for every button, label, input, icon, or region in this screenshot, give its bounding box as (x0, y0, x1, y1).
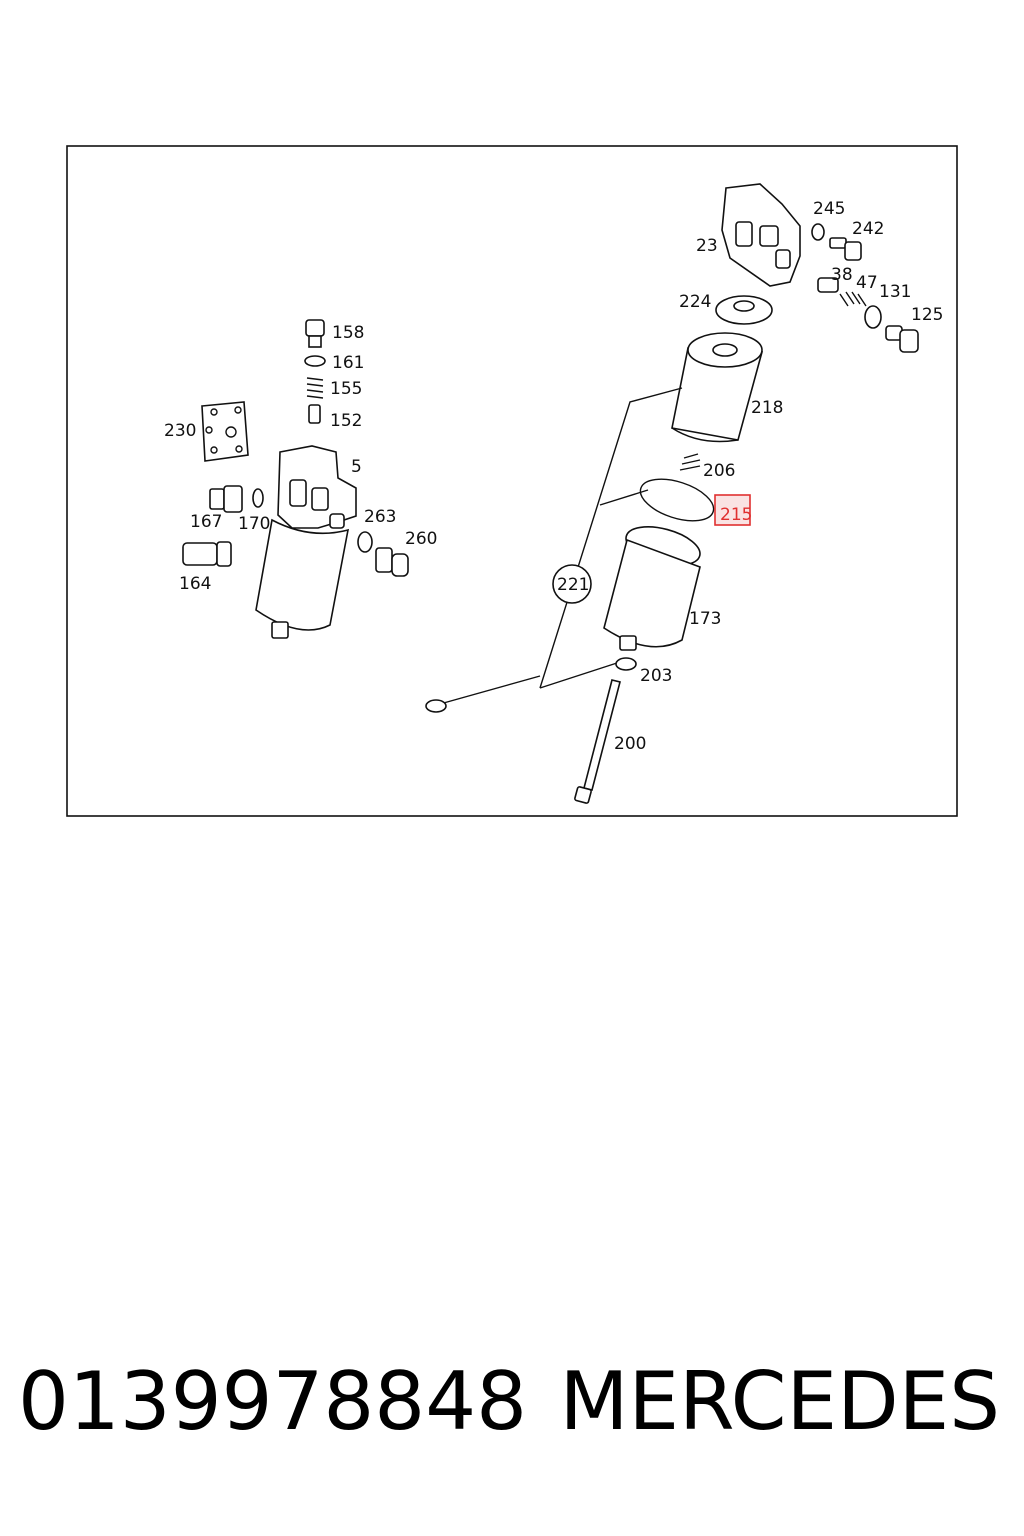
callout-5: 5 (351, 457, 362, 477)
fitting-260 (375, 547, 409, 577)
washer-203 (615, 657, 637, 671)
spring-47 (839, 291, 867, 307)
bolt-242 (829, 237, 862, 261)
callout-131: 131 (879, 282, 911, 302)
cap-224 (715, 295, 773, 325)
callout-245: 245 (813, 199, 845, 219)
seal-ring-215 (639, 478, 715, 522)
callout-47: 47 (856, 273, 878, 293)
diagram-frame (66, 145, 958, 817)
callout-161: 161 (332, 353, 364, 373)
callout-167: 167 (190, 512, 222, 532)
gasket-plate-230 (201, 401, 249, 462)
callout-155: 155 (330, 379, 362, 399)
filter-element-218 (671, 332, 764, 443)
bolt-200 (574, 679, 621, 804)
callout-125: 125 (911, 305, 943, 325)
callout-38: 38 (831, 265, 853, 285)
pin-38 (817, 277, 839, 293)
exploded-parts-diagram: 230 158 161 155 152 5 167 170 263 260 16… (66, 145, 958, 817)
callout-158: 158 (332, 323, 364, 343)
callout-215: 215 (720, 505, 752, 525)
washer-263 (357, 531, 373, 553)
callout-242: 242 (852, 219, 884, 239)
plug-125 (885, 325, 919, 353)
callout-152: 152 (330, 411, 362, 431)
callout-221: 221 (557, 575, 589, 595)
callout-260: 260 (405, 529, 437, 549)
washer-161 (304, 355, 326, 367)
highlight-box-215 (714, 494, 751, 526)
washer-170 (252, 488, 264, 508)
spring-206 (679, 453, 701, 471)
callout-200: 200 (614, 734, 646, 754)
callout-206: 206 (703, 461, 735, 481)
callout-173: 173 (689, 609, 721, 629)
callout-224: 224 (679, 292, 711, 312)
fitting-164 (182, 541, 232, 567)
pin-152 (308, 404, 321, 424)
washer-245 (811, 223, 825, 241)
part-number: 0139978848 (18, 1355, 527, 1448)
filter-bowl-173 (603, 526, 701, 651)
kit-bracket-221 (425, 387, 683, 713)
filter-housing-5 (255, 445, 357, 639)
brand-name: MERCEDES (559, 1355, 1000, 1448)
callout-263: 263 (364, 507, 396, 527)
spring-155 (306, 377, 324, 399)
callout-203: 203 (640, 666, 672, 686)
callout-218: 218 (751, 398, 783, 418)
filter-head-23 (721, 183, 801, 287)
callout-170: 170 (238, 514, 270, 534)
seal-ring-131 (864, 305, 882, 329)
fitting-167 (209, 485, 243, 513)
callout-23: 23 (696, 236, 718, 256)
plug-158 (305, 319, 325, 348)
callout-164: 164 (179, 574, 211, 594)
callout-230: 230 (164, 421, 196, 441)
